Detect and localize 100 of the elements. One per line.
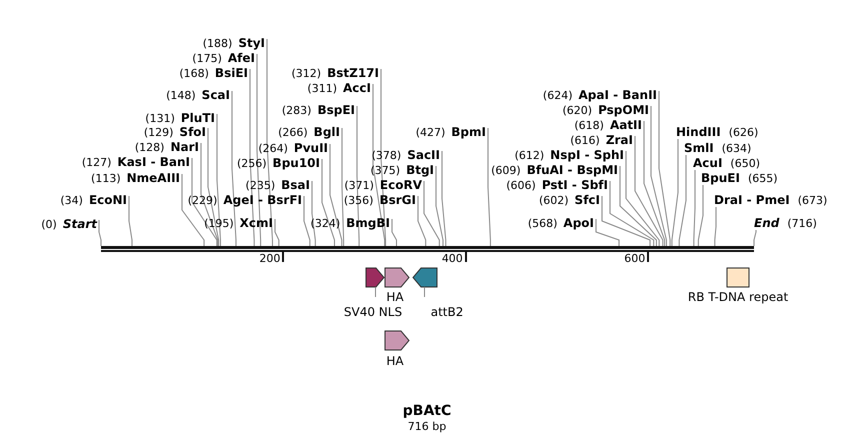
enzyme-name: Bpu10I [272, 156, 320, 170]
position-label: (616) [570, 134, 600, 147]
leader-line [128, 196, 132, 246]
plasmid-length: 716 bp [408, 420, 446, 433]
leader-line [192, 158, 218, 246]
leader-line [312, 180, 316, 246]
leader-line [488, 128, 491, 246]
feature-label: RB T-DNA repeat [688, 290, 788, 304]
enzyme-name: EcoRV [380, 178, 422, 192]
position-label: (375) [370, 164, 400, 177]
position-label: (612) [514, 149, 544, 162]
leader-line [620, 166, 657, 246]
position-label: (618) [574, 119, 604, 132]
leader-line [602, 196, 651, 246]
enzyme-name: BtgI [406, 163, 434, 177]
feature-label: attB2 [430, 305, 464, 319]
position-label: (620) [562, 104, 592, 117]
leader-line [442, 150, 446, 246]
enzyme-name: BsrGI [379, 193, 416, 207]
enzyme-name: ZraI [606, 133, 633, 147]
position-label: (609) [491, 164, 521, 177]
leader-line [216, 114, 221, 246]
leader-line [610, 180, 654, 246]
leader-line [372, 84, 386, 246]
leader-line [626, 150, 660, 246]
position-label: (266) [278, 126, 308, 139]
position-label: (378) [372, 149, 402, 162]
position-label: (312) [292, 67, 322, 80]
enzyme-name: BsiEI [214, 66, 248, 80]
leader-line [380, 68, 386, 246]
enzyme-name: AcuI [693, 156, 722, 170]
leader-line [256, 54, 262, 246]
position-label: (175) [192, 52, 222, 65]
enzyme-name: SfcI [574, 193, 600, 207]
enzyme-name: BfuAI - BspMI [526, 163, 618, 177]
position-label: (129) [144, 126, 174, 139]
leader-line [266, 38, 273, 246]
position-label: (311) [307, 82, 338, 95]
position-label: (655) [748, 172, 778, 185]
enzyme-name: SfoI [179, 125, 206, 139]
plasmid-title: pBAtC [402, 403, 452, 419]
feature-label: HA [386, 354, 404, 368]
enzyme-name: PvuII [294, 141, 328, 155]
position-label: (283) [282, 104, 312, 117]
end-label: Start [62, 217, 97, 231]
leader-line [304, 196, 310, 246]
position-label: (673) [798, 194, 828, 207]
leader-line [208, 128, 220, 246]
position-label: (127) [82, 156, 112, 169]
leader-line [754, 230, 756, 246]
enzyme-name: EcoNI [88, 193, 127, 207]
sequence-backbone [101, 246, 754, 252]
leader-line [596, 218, 620, 246]
leader-line [698, 184, 704, 246]
end-label: End [754, 216, 780, 230]
position-label: (131) [145, 112, 175, 125]
leader-line [232, 90, 236, 246]
position-label: (650) [730, 157, 760, 170]
leader-line [714, 206, 716, 246]
position-label: (34) [60, 194, 83, 207]
position-label: (602) [538, 194, 569, 207]
position-label: (427) [416, 126, 446, 139]
enzyme-name: BglI [314, 125, 340, 139]
position-label: (356) [344, 194, 374, 207]
feature-label: SV40 NLS [344, 305, 402, 319]
enzyme-name: DraI - PmeI [714, 193, 790, 207]
position-label: (264) [258, 142, 288, 155]
leader-line [274, 218, 280, 246]
tick-label: 200 [259, 252, 280, 265]
position-label: (113) [91, 172, 121, 185]
enzyme-name: XcmI [240, 216, 273, 230]
leader-line [182, 174, 205, 246]
leader-line [392, 218, 397, 246]
enzyme-name: PspOMI [598, 103, 649, 117]
leader-line [658, 90, 671, 246]
leader-line [650, 106, 667, 246]
leader-line [644, 120, 666, 246]
enzyme-name: ApoI [563, 216, 594, 230]
position-label: (324) [310, 217, 340, 230]
position-label: (256) [236, 157, 267, 170]
leader-line [671, 138, 678, 246]
enzyme-name: ApaI - BanII [578, 88, 657, 102]
enzyme-name: AccI [343, 81, 371, 95]
enzyme-name: SacII [407, 148, 440, 162]
enzyme-name: KasI - BanI [117, 155, 190, 169]
enzyme-name: AatII [610, 118, 642, 132]
position-label: (371) [344, 179, 374, 192]
leader-line [634, 136, 664, 246]
position-label: (168) [179, 67, 209, 80]
leader-line [342, 128, 344, 246]
leader-line [322, 158, 335, 246]
feature-label: HA [386, 290, 404, 304]
position-label: (606) [506, 179, 536, 192]
tick-label: 400 [442, 252, 463, 265]
enzyme-name: BpuEI [701, 171, 740, 185]
enzyme-name: NarI [170, 140, 199, 154]
position-label: (128) [134, 141, 164, 154]
enzyme-name: SmlI [684, 141, 714, 155]
position-label: (148) [166, 89, 196, 102]
position-label: (229) [188, 194, 218, 207]
